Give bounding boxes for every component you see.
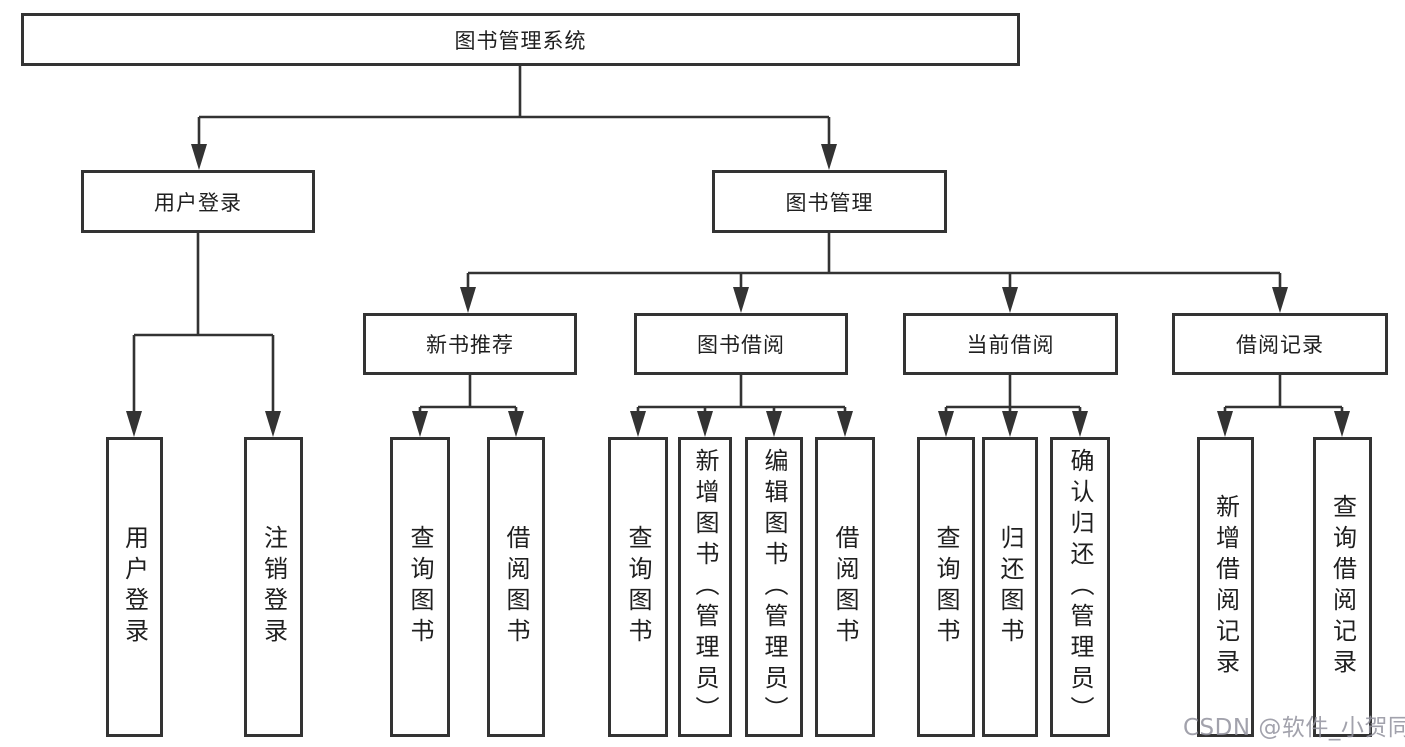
node-borrow-records: 借阅记录 [1172, 313, 1388, 375]
node-label: 借阅记录 [1236, 333, 1324, 357]
node-label: 新增图书（管理员） [691, 447, 719, 727]
node-new-book-recommend: 新书推荐 [363, 313, 577, 375]
node-label: 用户登录 [154, 190, 242, 215]
node-label: 借阅图书 [502, 525, 530, 649]
connector-book-borrow [636, 375, 847, 418]
node-label: 归还图书 [996, 525, 1024, 649]
node-label: 确认归还（管理员） [1066, 447, 1094, 727]
node-label: 注销登录 [259, 525, 288, 649]
node-return-books: 归还图书 [982, 437, 1038, 737]
arrowhead [265, 411, 281, 437]
node-label: 查询图书 [624, 525, 652, 649]
arrowhead [1217, 411, 1233, 437]
node-label: 图书管理系统 [454, 28, 587, 53]
node-library-system: 图书管理系统 [21, 13, 1020, 66]
node-borrow-books-recommend: 借阅图书 [487, 437, 545, 737]
node-label: 当前借阅 [966, 333, 1055, 357]
arrowhead [1002, 411, 1018, 437]
node-label: 查询图书 [932, 525, 960, 649]
node-label: 图书借阅 [697, 333, 785, 357]
node-label: 用户登录 [120, 525, 149, 649]
connector-borrow-records [1223, 375, 1344, 418]
arrowhead [412, 411, 428, 437]
arrowhead [821, 144, 837, 170]
arrowhead [697, 411, 713, 437]
arrowhead [938, 411, 954, 437]
connector-new-book [418, 375, 518, 418]
node-query-books-borrow: 查询图书 [608, 437, 668, 737]
node-label: 新增借阅记录 [1211, 494, 1240, 680]
arrowhead [460, 287, 476, 313]
arrowhead [837, 411, 853, 437]
node-label: 借阅图书 [831, 525, 859, 649]
node-logout-action: 注销登录 [244, 437, 303, 737]
arrowhead [1272, 287, 1288, 313]
node-query-books-recommend: 查询图书 [390, 437, 450, 737]
node-edit-books-admin: 编辑图书（管理员） [745, 437, 803, 737]
arrowhead [1334, 411, 1350, 437]
arrowhead [733, 287, 749, 313]
arrowhead [191, 144, 207, 170]
node-label: 查询图书 [406, 525, 434, 649]
node-label: 查询借阅记录 [1328, 494, 1357, 680]
arrowhead [1072, 411, 1088, 437]
arrowhead [630, 411, 646, 437]
connector-user-login [132, 233, 275, 415]
arrowhead [126, 411, 142, 437]
node-add-borrow-record: 新增借阅记录 [1197, 437, 1254, 737]
node-confirm-return-admin: 确认归还（管理员） [1050, 437, 1110, 737]
arrowhead [508, 411, 524, 437]
connector-book-management [466, 233, 1282, 292]
node-book-management: 图书管理 [712, 170, 947, 233]
node-query-borrow-record: 查询借阅记录 [1313, 437, 1372, 737]
node-label: 编辑图书（管理员） [760, 447, 788, 727]
node-book-borrow: 图书借阅 [634, 313, 848, 375]
arrowhead [1002, 287, 1018, 313]
node-borrow-books: 借阅图书 [815, 437, 875, 737]
node-login-action: 用户登录 [106, 437, 163, 737]
node-user-login: 用户登录 [81, 170, 315, 233]
node-label: 新书推荐 [426, 333, 514, 357]
node-add-books-admin: 新增图书（管理员） [678, 437, 732, 737]
arrowhead [766, 411, 782, 437]
node-query-books-current: 查询图书 [917, 437, 975, 737]
node-label: 图书管理 [785, 190, 874, 215]
connector-root [197, 66, 831, 150]
watermark-text: CSDN @软件_小贺同学 [1183, 715, 1405, 741]
node-current-borrow: 当前借阅 [903, 313, 1118, 375]
